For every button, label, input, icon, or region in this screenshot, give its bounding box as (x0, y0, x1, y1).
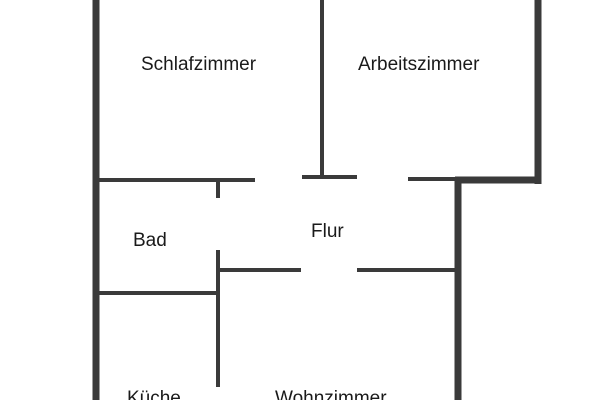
room-label-kueche: Küche (127, 388, 181, 400)
room-label-schlafzimmer: Schlafzimmer (141, 54, 257, 75)
room-label-bad: Bad (133, 230, 167, 251)
room-label-arbeitszimmer: Arbeitszimmer (358, 54, 480, 75)
room-label-wohnzimmer: Wohnzimmer (275, 388, 387, 400)
room-label-flur: Flur (311, 221, 344, 242)
